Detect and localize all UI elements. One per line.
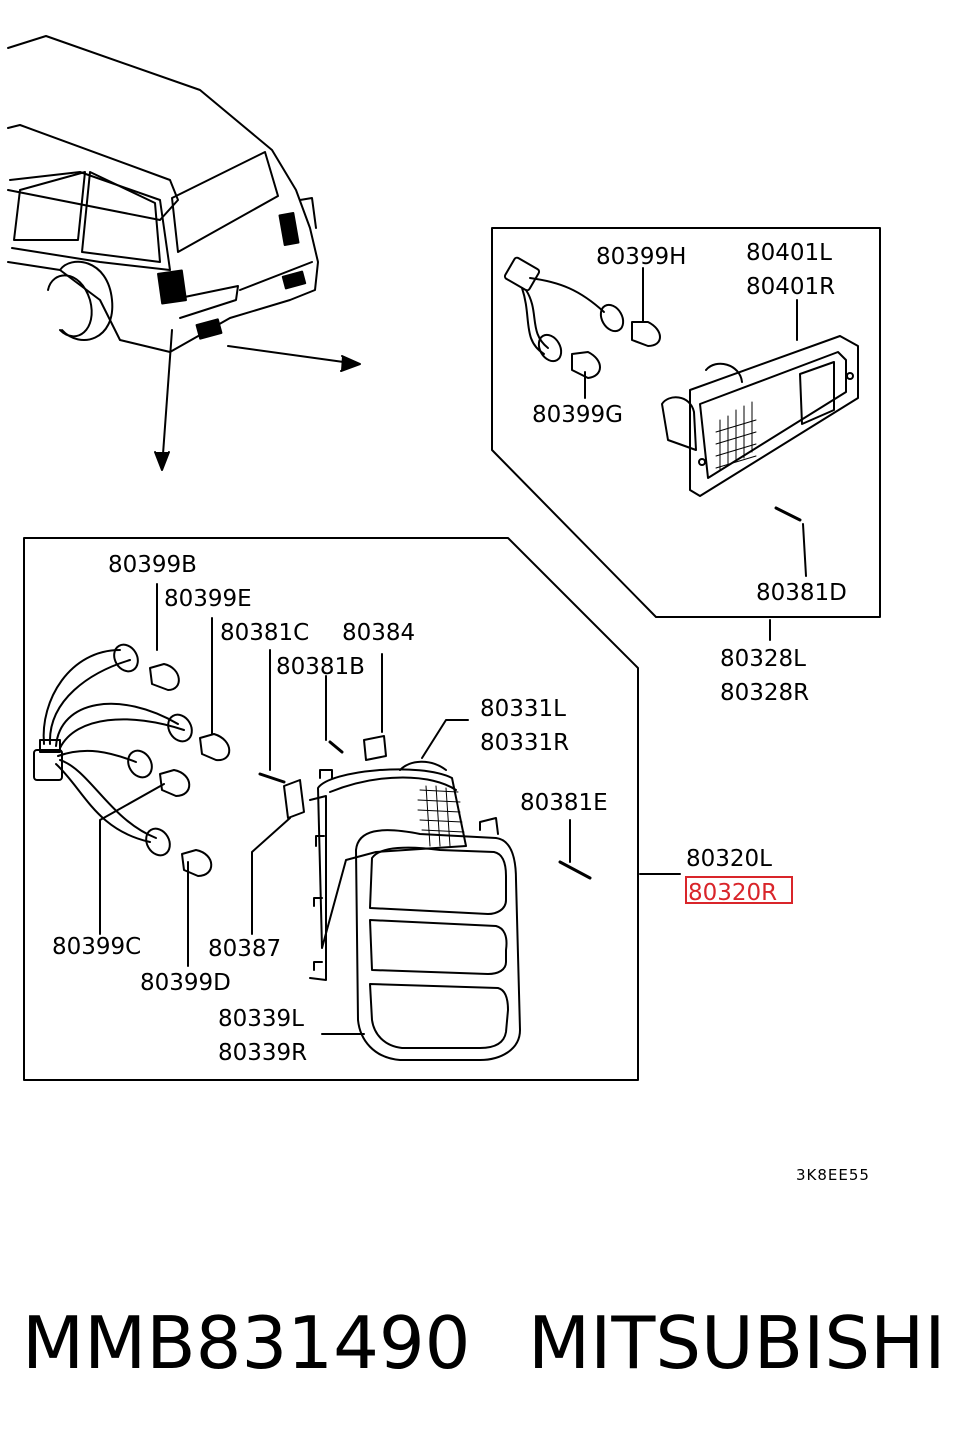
tail-lamp-frame — [23, 537, 681, 1081]
callout-80381d: 80381D — [756, 580, 847, 606]
part-number: MMB831490 — [22, 1301, 471, 1385]
callout-80381e: 80381E — [520, 790, 608, 816]
callout-80399e: 80399E — [164, 586, 252, 612]
callout-80339r: 80339R — [218, 1040, 307, 1066]
callout-80401r: 80401R — [746, 274, 835, 300]
callout-labels: 80399H 80401L 80401R 80399G 80381D 80328… — [52, 240, 870, 1184]
brand-name: MITSUBISHI — [528, 1301, 946, 1385]
diagram-code: 3K8EE55 — [796, 1166, 870, 1184]
callout-80399b: 80399B — [108, 552, 197, 578]
diagram-canvas: 80399H 80401L 80401R 80399G 80381D 80328… — [7, 35, 881, 1184]
callout-80381b: 80381B — [276, 654, 365, 680]
callout-80387: 80387 — [208, 936, 281, 962]
callout-80384: 80384 — [342, 620, 415, 646]
callout-80399h: 80399H — [596, 244, 686, 270]
callout-80331l: 80331L — [480, 696, 566, 722]
callout-80331r: 80331R — [480, 730, 569, 756]
callout-80328r: 80328R — [720, 680, 809, 706]
footer-caption: MMB831490 MITSUBISHI — [0, 1298, 960, 1388]
callout-80399d: 80399D — [140, 970, 231, 996]
callout-80401l: 80401L — [746, 240, 832, 266]
callout-80320l: 80320L — [686, 846, 772, 872]
marker-lamp-frame — [491, 227, 881, 641]
callout-80381c: 80381C — [220, 620, 309, 646]
highlight-box — [685, 876, 793, 904]
callout-80320r[interactable]: 80320R — [688, 880, 777, 906]
callout-80328l: 80328L — [720, 646, 806, 672]
callout-80399c: 80399C — [52, 934, 141, 960]
vehicle-illustration — [7, 35, 361, 471]
callout-80399g: 80399G — [532, 402, 623, 428]
callout-80339l: 80339L — [218, 1006, 304, 1032]
